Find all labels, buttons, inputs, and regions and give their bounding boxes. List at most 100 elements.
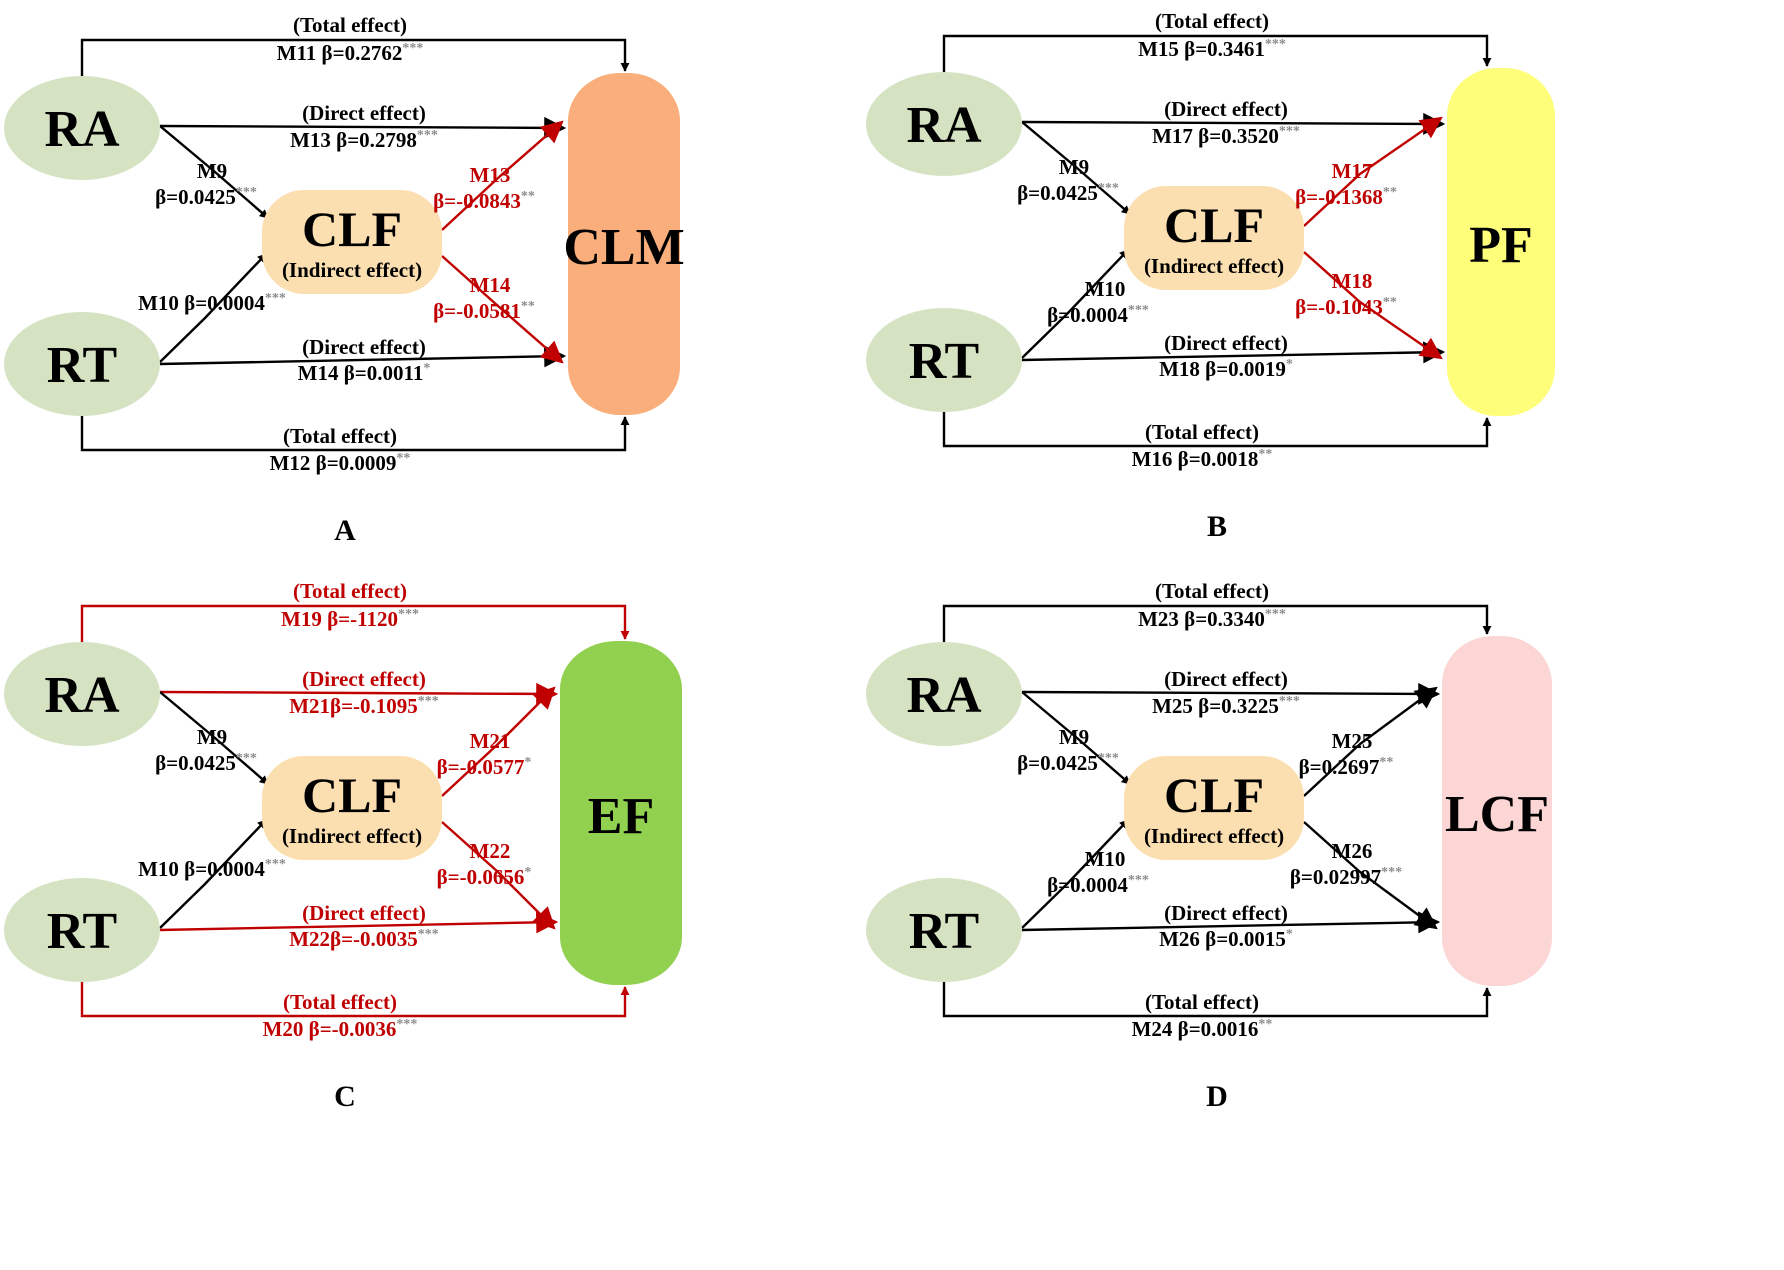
panel-letter: B [1207,510,1227,543]
path-b-bottom-value-text: β=-0.1043 [1295,295,1383,319]
path-a-top-value-sig: *** [236,751,257,766]
total-effect-top-value-text: M19 β=-1120 [281,607,398,631]
source-node-ra-label: RA [906,97,982,154]
path-a-bottom-value-text: β=0.0004 [1047,303,1128,327]
path-a-top-arrow [1021,121,1131,215]
path-b-top-value-text: β=0.2697 [1299,755,1380,779]
direct-effect-top-head: (Direct effect) [302,101,426,125]
path-a-top-value-sig: *** [236,185,257,200]
path-b-top-model-text: M25 [1332,729,1373,753]
total-effect-bottom-head: (Total effect) [283,990,397,1014]
path-b-bottom-value-sig: * [524,865,531,880]
path-b-bottom-model-text: M14 [470,273,511,297]
direct-effect-top-value-sig: *** [1279,694,1300,709]
direct-effect-top-arrow [1021,112,1446,135]
direct-effect-bottom-arrow [159,911,559,934]
total-effect-top-value-sig: *** [1265,607,1286,622]
outcome-node-label: LCF [1445,786,1549,843]
path-a-bottom-value-sig: *** [1128,303,1149,318]
direct-effect-top-head-text: (Direct effect) [1164,667,1288,691]
direct-effect-top-value-sig: *** [1279,124,1300,139]
source-node-rt [4,878,160,982]
direct-effect-bottom-value-sig: * [1286,927,1293,942]
direct-effect-top-value: M17 β=0.3520*** [1152,124,1300,148]
total-effect-top-head-text: (Total effect) [293,13,407,37]
path-b-bottom-value-sig: *** [1381,865,1402,880]
total-effect-bottom-value-sig: *** [396,1017,417,1032]
panel-letter: A [334,514,356,547]
path-b-top-model-text: M17 [1332,159,1373,183]
direct-effect-bottom-value: M22β=-0.0035*** [289,927,439,951]
direct-effect-bottom-head: (Direct effect) [1164,331,1288,355]
total-effect-bottom-value: M12 β=0.0009** [270,451,411,475]
direct-effect-top-value-text: M17 β=0.3520 [1152,124,1279,148]
direct-effect-top-value-text: M21β=-0.1095 [289,694,418,718]
total-effect-top-arrow [942,604,1492,658]
direct-effect-bottom-head: (Direct effect) [302,901,426,925]
path-a-bottom-model-text: M10 β=0.0004 [138,857,265,881]
direct-effect-top-arrow [159,116,567,139]
direct-effect-bottom-value-text: M18 β=0.0019 [1159,357,1286,381]
source-node-rt [4,312,160,416]
path-a-top-model-text: M9 [1059,155,1089,179]
direct-effect-bottom-head-text: (Direct effect) [302,901,426,925]
path-a-bottom-model-sig: *** [265,857,286,872]
path-b-bottom-value: β=-0.1043** [1295,295,1397,319]
path-a-bottom-value-sig: *** [1128,873,1149,888]
total-effect-bottom-head: (Total effect) [1145,990,1259,1014]
path-b-bottom-value-text: β=-0.0656 [437,865,525,889]
path-a-bottom-arrow [1021,249,1129,359]
total-effect-top-value: M15 β=0.3461*** [1138,37,1286,61]
path-a-top-value-text: β=0.0425 [155,751,236,775]
path-a-top-model-text: M9 [197,725,227,749]
path-a-top-value-text: β=0.0425 [1017,181,1098,205]
path-a-bottom-value-text: β=0.0004 [1047,873,1128,897]
source-node-ra-label: RA [906,667,982,724]
total-effect-top-value-text: M15 β=0.3461 [1138,37,1265,61]
total-effect-bottom-value: M20 β=-0.0036*** [263,1017,418,1041]
path-b-bottom-model: M22 [470,839,511,863]
path-a-top-value: β=0.0425*** [155,751,257,775]
total-effect-bottom-value-sig: ** [396,451,410,466]
direct-effect-top-arrow [1021,682,1441,705]
direct-effect-bottom-head: (Direct effect) [302,335,426,359]
total-effect-bottom-value-text: M20 β=-0.0036 [263,1017,397,1041]
source-node-rt-label: RT [909,903,979,960]
path-b-top-model: M13 [470,163,511,187]
path-a-top-value: β=0.0425*** [1017,181,1119,205]
panel-letter: C [334,1080,356,1113]
outcome-node-pf [1447,68,1555,416]
outcome-node-label: PF [1469,217,1533,274]
total-effect-top-head: (Total effect) [293,13,407,37]
path-a-bottom-model: M10 β=0.0004*** [138,291,286,315]
mediator-node-clf [1124,756,1304,860]
direct-effect-bottom-head: (Direct effect) [1164,901,1288,925]
direct-effect-bottom-value: M14 β=0.0011* [298,361,431,385]
outcome-node-label: CLM [563,219,684,276]
path-a-bottom-model-text: M10 [1085,277,1126,301]
path-b-bottom-model: M26 [1332,839,1373,863]
direct-effect-bottom-value-text: M14 β=0.0011 [298,361,424,385]
source-node-ra [866,72,1022,176]
path-a-top-model: M9 [1059,155,1089,179]
total-effect-bottom-value-text: M24 β=0.0016 [1132,1017,1259,1041]
path-a-bottom-model-text: M10 [1085,847,1126,871]
path-a-bottom-value: β=0.0004*** [1047,873,1149,897]
path-a-top-arrow [1021,691,1131,785]
outcome-node-label: EF [588,788,654,845]
direct-effect-bottom-value-text: M22β=-0.0035 [289,927,418,951]
total-effect-bottom-head-text: (Total effect) [1145,420,1259,444]
path-b-top-value-sig: * [524,755,531,770]
path-b-top-value-text: β=-0.0843 [433,189,521,213]
total-effect-top-head-text: (Total effect) [1155,9,1269,33]
mediator-node-clf [262,190,442,294]
path-a-top-model: M9 [197,159,227,183]
mediator-node-sublabel: (Indirect effect) [1144,824,1284,848]
path-b-top-value: β=-0.0577* [437,755,532,779]
path-a-bottom-arrow [159,819,267,929]
direct-effect-bottom-head-text: (Direct effect) [302,335,426,359]
mediator-node-label: CLF [1164,197,1264,253]
